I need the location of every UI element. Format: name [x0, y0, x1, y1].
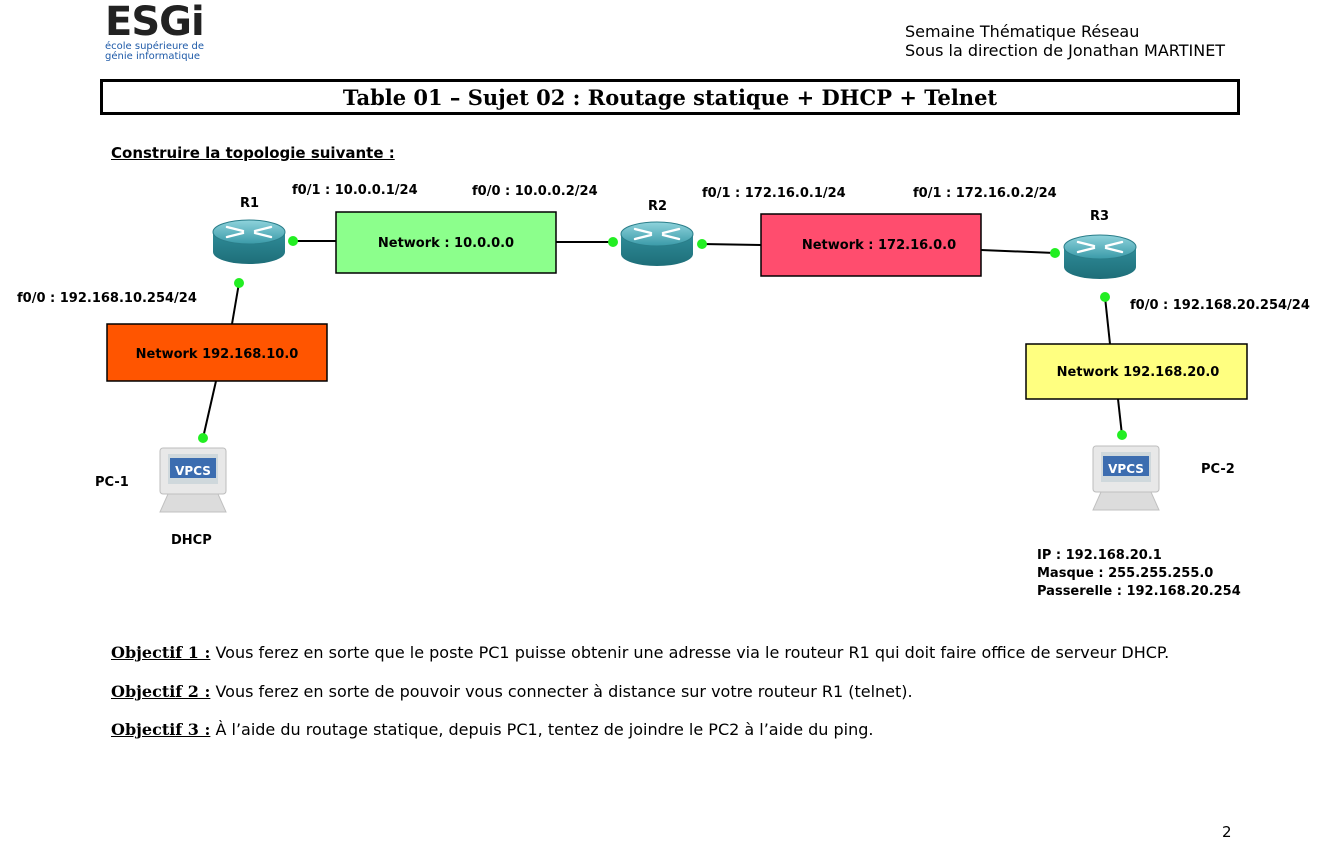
link-dot — [1050, 248, 1060, 258]
objective-1-key: Objectif 1 : — [111, 643, 211, 662]
vpcs-label: VPCS — [175, 464, 211, 478]
header-line-1: Semaine Thématique Réseau — [905, 22, 1140, 41]
esgi-logo: ESGi école supérieure de génie informati… — [105, 2, 215, 72]
objective-1: Objectif 1 : Vous ferez en sorte que le … — [111, 643, 1169, 662]
network-192-168-20: Network 192.168.20.0 — [1025, 343, 1248, 400]
router-r3-label: R3 — [1090, 209, 1109, 224]
network-192-168-20-label: Network 192.168.20.0 — [1057, 365, 1220, 380]
objective-3: Objectif 3 : À l’aide du routage statiqu… — [111, 720, 874, 739]
link-n19210-pc1 — [202, 380, 217, 439]
link-r1-n19210 — [231, 282, 240, 325]
pc-1-label: PC-1 — [95, 475, 129, 490]
topology-diagram: Network : 10.0.0.0 Network : 172.16.0.0 … — [17, 183, 1310, 599]
router-r1-label: R1 — [240, 196, 259, 211]
network-192-168-10-label: Network 192.168.10.0 — [136, 347, 299, 362]
router-icon — [620, 221, 694, 266]
network-192-168-10-box — [106, 323, 328, 382]
pc-1-dhcp-note: DHCP — [171, 533, 212, 548]
objective-3-text: À l’aide du routage statique, depuis PC1… — [210, 720, 874, 739]
objective-2: Objectif 2 : Vous ferez en sorte de pouv… — [111, 682, 913, 701]
network-10: Network : 10.0.0.0 — [335, 211, 557, 274]
page-title: Table 01 – Sujet 02 : Routage statique +… — [342, 84, 998, 110]
title-box: Table 01 – Sujet 02 : Routage statique +… — [100, 79, 1240, 115]
links — [202, 240, 1123, 439]
r3-f00-label: f0/0 : 192.168.20.254/24 — [1130, 298, 1310, 313]
network-10-label: Network : 10.0.0.0 — [378, 236, 514, 251]
header-line-2: Sous la direction de Jonathan MARTINET — [905, 41, 1226, 60]
network-172-label: Network : 172.16.0.0 — [802, 238, 956, 253]
link-dot — [288, 236, 298, 246]
objective-2-text: Vous ferez en sorte de pouvoir vous conn… — [210, 682, 913, 701]
link-n172-r3 — [980, 249, 1056, 254]
router-icon — [212, 219, 286, 264]
link-dot — [1117, 430, 1127, 440]
computer-icon — [1092, 445, 1160, 511]
network-10-box — [335, 211, 557, 274]
link-r3-n19220 — [1104, 296, 1111, 345]
router-r3: R3 — [1063, 209, 1137, 279]
network-192-168-10: Network 192.168.10.0 — [106, 323, 328, 382]
pc-2-mask: Masque : 255.255.255.0 — [1037, 566, 1213, 581]
objective-2-key: Objectif 2 : — [111, 682, 211, 701]
link-dot — [608, 237, 618, 247]
computer-icon — [159, 447, 227, 513]
logo-mark: ESGi — [105, 0, 205, 45]
section-heading: Construire la topologie suivante : — [111, 144, 395, 162]
link-dot — [198, 433, 208, 443]
network-172: Network : 172.16.0.0 — [760, 213, 982, 277]
router-r2: R2 — [620, 199, 694, 266]
logo-subtitle-line2: génie informatique — [105, 51, 201, 62]
router-icon — [1063, 234, 1137, 279]
vpcs-label: VPCS — [1108, 462, 1144, 476]
link-n19220-pc2 — [1117, 398, 1123, 436]
r2-f01-label: f0/1 : 172.16.0.1/24 — [702, 186, 846, 201]
link-dot — [234, 278, 244, 288]
router-r2-label: R2 — [648, 199, 667, 214]
r1-f00-label: f0/0 : 192.168.10.254/24 — [17, 291, 197, 306]
logo-subtitle-line1: école supérieure de — [105, 41, 205, 52]
objective-1-text: Vous ferez en sorte que le poste PC1 pui… — [210, 643, 1170, 662]
page-number: 2 — [1222, 823, 1232, 841]
link-dot — [1100, 292, 1110, 302]
pc-2-gateway: Passerelle : 192.168.20.254 — [1037, 584, 1241, 599]
pc-2-ip: IP : 192.168.20.1 — [1037, 548, 1162, 563]
router-r1: R1 — [212, 196, 286, 264]
r1-f01-label: f0/1 : 10.0.0.1/24 — [292, 183, 418, 198]
link-dots — [198, 236, 1127, 443]
r3-f01-label: f0/1 : 172.16.0.2/24 — [913, 186, 1057, 201]
pc-1: VPCS PC-1 DHCP — [95, 447, 227, 548]
pc-2-label: PC-2 — [1201, 462, 1235, 477]
link-dot — [697, 239, 707, 249]
pc-2: VPCS PC-2 IP : 192.168.20.1 Masque : 255… — [1037, 445, 1241, 599]
link-r2-n172 — [701, 243, 762, 246]
network-172-box — [760, 213, 982, 277]
objective-3-key: Objectif 3 : — [111, 720, 211, 739]
r2-f00-label: f0/0 : 10.0.0.2/24 — [472, 184, 598, 199]
network-192-168-20-box — [1025, 343, 1248, 400]
